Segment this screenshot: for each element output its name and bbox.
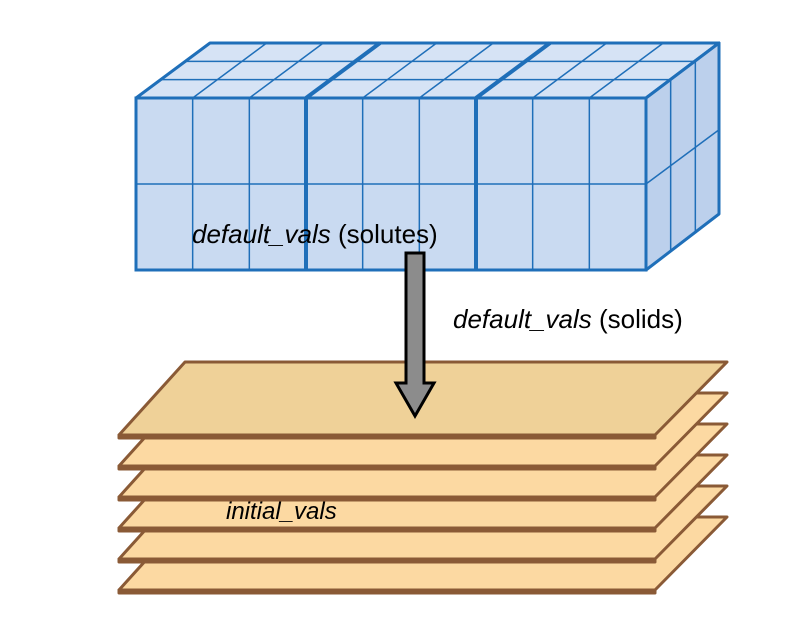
block-major-divider <box>474 41 552 100</box>
block-grid-line <box>588 42 664 99</box>
default-vals-solids-italic: default_vals <box>453 304 592 334</box>
block-grid-line <box>248 42 324 99</box>
block-grid-line <box>418 42 494 99</box>
block-major-divider <box>304 41 382 100</box>
default-vals-solids-plain: (solids) <box>591 304 683 334</box>
block-grid-line <box>532 42 608 99</box>
grid-block <box>134 41 721 272</box>
block-grid-line <box>362 42 438 99</box>
default-vals-solutes-plain: (solutes) <box>330 219 438 249</box>
block-top-grid <box>160 41 696 100</box>
layer-stack <box>117 360 729 595</box>
default-vals-solids-label: default_vals (solids) <box>453 303 683 335</box>
block-grid-line <box>645 128 721 185</box>
down-arrow-icon <box>393 251 437 420</box>
initial-vals-label: initial_vals <box>226 497 337 527</box>
default-vals-solutes-label: default_vals (solutes) <box>192 218 438 250</box>
block-top-face <box>134 41 721 100</box>
default-vals-solutes-italic: default_vals <box>192 219 331 249</box>
block-grid-line <box>192 42 268 99</box>
block-front-grid <box>136 98 646 270</box>
initial-vals-italic: initial_vals <box>226 498 337 525</box>
block-side-grid <box>645 61 721 252</box>
